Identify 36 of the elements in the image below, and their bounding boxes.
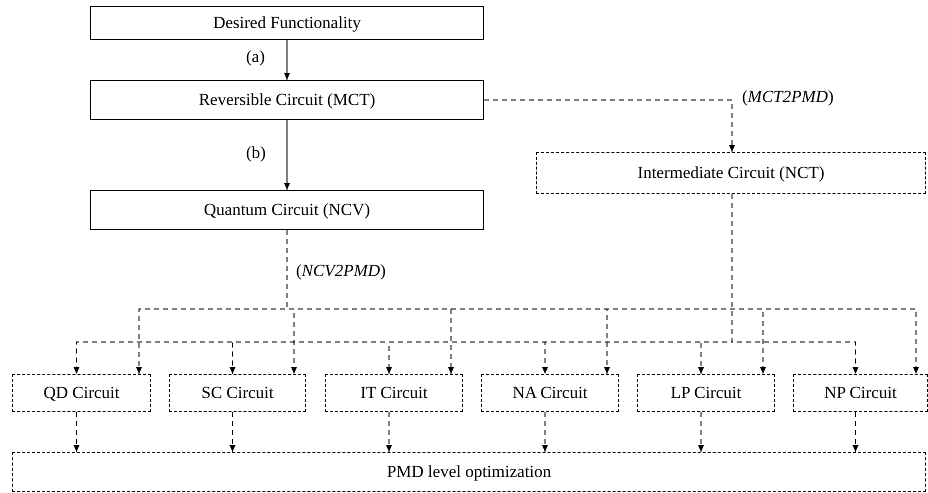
arrow <box>732 194 858 374</box>
process-box <box>637 374 775 412</box>
box-label: NA Circuit <box>512 383 588 403</box>
edge-label: (NCV2PMD) <box>296 262 386 281</box>
process-box <box>325 374 463 412</box>
arrow <box>230 412 236 452</box>
box-label: PMD level optimization <box>386 462 552 482</box>
arrow <box>542 412 548 452</box>
edge-label: (b) <box>246 144 266 163</box>
box-label: Desired Functionality <box>213 13 361 33</box>
box-label: IT Circuit <box>360 383 428 403</box>
process-box <box>90 190 484 230</box>
process-box <box>90 6 484 40</box>
arrow <box>386 412 392 452</box>
arrow <box>852 412 858 452</box>
arrow <box>284 120 290 190</box>
arrow <box>284 40 290 80</box>
process-box <box>12 452 926 492</box>
process-box <box>481 374 619 412</box>
box-label: Intermediate Circuit (NCT) <box>638 163 824 183</box>
edge-label: (MCT2PMD) <box>742 88 834 107</box>
process-box <box>169 374 306 412</box>
arrow <box>74 412 80 452</box>
process-box <box>793 374 928 412</box>
box-label: NP Circuit <box>824 383 897 403</box>
box-label: Quantum Circuit (NCV) <box>204 200 370 220</box>
edge-label: (a) <box>246 48 265 67</box>
process-box <box>90 80 484 120</box>
process-box <box>536 152 926 194</box>
process-box <box>12 374 151 412</box>
box-label: QD Circuit <box>43 383 120 403</box>
box-label: SC Circuit <box>201 383 274 403</box>
box-label: Reversible Circuit (MCT) <box>198 90 376 110</box>
box-label: LP Circuit <box>670 383 742 403</box>
arrow <box>698 412 704 452</box>
arrow <box>484 100 735 152</box>
